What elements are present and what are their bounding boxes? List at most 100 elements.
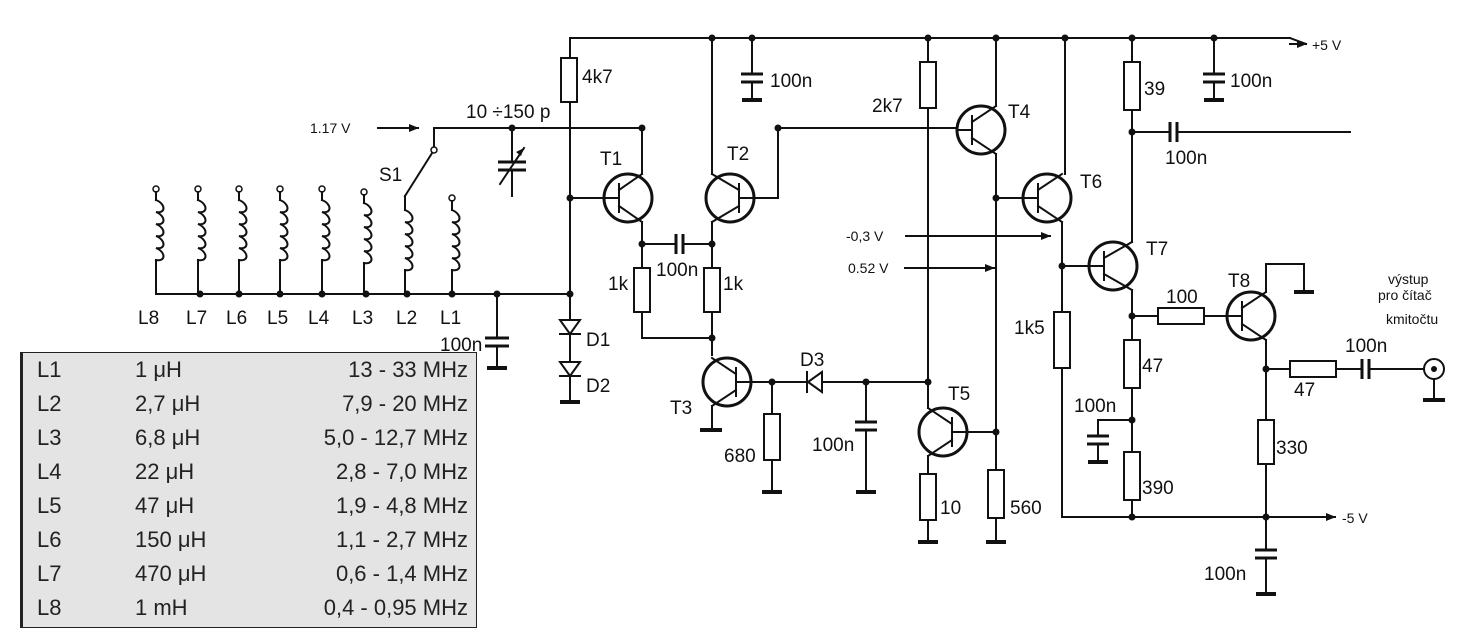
inductance-cell: 22 μH	[135, 459, 195, 484]
inductance-cell: 150 μH	[135, 527, 207, 552]
coil-l1	[448, 194, 461, 295]
label-c-bottom: 100n	[1204, 564, 1246, 585]
label-c-out: 100n	[1345, 336, 1387, 357]
label-r-330: 330	[1276, 438, 1308, 459]
capacitor-output-t4	[1131, 122, 1351, 142]
capacitor-top-2	[1203, 34, 1225, 102]
label-t1: T1	[600, 149, 622, 170]
coil-cell: L7	[37, 561, 62, 586]
label-r-1k-right: 1k	[723, 274, 744, 295]
coil-cell: L3	[37, 425, 62, 450]
coil-l2	[403, 195, 414, 295]
resistor-390	[1123, 451, 1141, 518]
transistor-t3	[701, 356, 773, 408]
transistor-t8	[1225, 290, 1277, 342]
label-c-t7: 100n	[1074, 396, 1116, 417]
label-r-560: 560	[1010, 498, 1042, 519]
transistor-t7	[1087, 240, 1139, 292]
label-t7: T7	[1146, 239, 1168, 260]
label-t8: T8	[1228, 271, 1250, 292]
label-l7: L7	[186, 308, 207, 329]
coil-l3	[360, 188, 373, 295]
resistor-10	[918, 473, 938, 544]
label-l5: L5	[267, 308, 288, 329]
label-r-1k-left: 1k	[608, 274, 629, 295]
label-r-4k7: 4k7	[582, 67, 613, 88]
label-052: 0.52 V	[848, 260, 889, 276]
label-t4: T4	[1008, 102, 1031, 123]
label-s1: S1	[379, 165, 402, 186]
label-trimmer: 10 ÷150 p	[466, 102, 550, 123]
coil-l5	[276, 185, 289, 295]
resistor-680	[762, 381, 782, 494]
resistor-100	[1131, 307, 1229, 325]
label-r-10: 10	[940, 498, 961, 519]
label-r-47b: 47	[1294, 380, 1315, 401]
transistor-t1	[602, 172, 654, 224]
label-r-47a: 47	[1142, 356, 1163, 377]
label-1v17: 1.17 V	[310, 120, 351, 136]
label-t6: T6	[1080, 172, 1102, 193]
capacitor-t1-t2	[638, 234, 716, 254]
coil-cell: L1	[37, 357, 62, 382]
label-r-2k7: 2k7	[872, 96, 903, 117]
label-t2: T2	[727, 144, 749, 165]
resistor-47a	[1123, 339, 1141, 453]
label-output-3: kmitočtu	[1386, 311, 1438, 327]
label-r-1k5: 1k5	[1014, 318, 1045, 339]
capacitor-bottom	[1255, 548, 1277, 596]
inductance-cell: 1 μH	[135, 357, 182, 382]
label-r-39: 39	[1144, 79, 1165, 100]
label-d1: D1	[586, 330, 610, 351]
range-cell: 7,9 - 20 MHz	[342, 391, 468, 416]
label-minus5: -5 V	[1342, 510, 1368, 526]
label-c-out-t4: 100n	[1165, 148, 1207, 169]
label-c-l1: 100n	[440, 335, 482, 356]
coil-l4	[318, 185, 331, 295]
coil-cell: L5	[37, 493, 62, 518]
capacitor-top-1	[741, 34, 763, 102]
range-cell: 2,8 - 7,0 MHz	[335, 459, 468, 484]
table-row: L5 47 μH 1,9 - 4,8 MHz	[23, 489, 476, 523]
resistor-560	[986, 469, 1006, 544]
coil-cell: L4	[37, 459, 62, 484]
label-c-d3: 100n	[812, 435, 854, 456]
coil-l6	[235, 185, 248, 295]
range-cell: 0,4 - 0,95 MHz	[323, 595, 468, 620]
inductance-cell: 47 μH	[135, 493, 195, 518]
resistor-1k-left	[633, 267, 651, 313]
switch-s1	[403, 127, 641, 198]
label-l4: L4	[308, 308, 330, 329]
label-d3: D3	[800, 350, 824, 371]
label-t5: T5	[948, 384, 970, 405]
range-cell: 13 - 33 MHz	[348, 357, 468, 382]
resistor-1k-right	[703, 267, 721, 313]
range-cell: 1,9 - 4,8 MHz	[335, 493, 468, 518]
coil-cell: L6	[37, 527, 62, 552]
label-output-1: výstup	[1388, 271, 1429, 287]
resistor-4k7	[560, 57, 578, 103]
capacitor-l1-bus	[485, 293, 509, 370]
label-c-top1: 100n	[770, 71, 812, 92]
coil-l7	[194, 185, 207, 295]
label-l2: L2	[396, 308, 417, 329]
table-row: L6 150 μH 1,1 - 2,7 MHz	[23, 523, 476, 557]
transistor-t5	[917, 406, 997, 458]
label-c-t1t2: 100n	[656, 260, 698, 281]
label-c-top2: 100n	[1230, 71, 1272, 92]
resistor-2k7	[919, 61, 937, 109]
coil-l8	[152, 185, 165, 295]
resistor-39	[1123, 61, 1141, 111]
table-row: L4 22 μH 2,8 - 7,0 MHz	[23, 455, 476, 489]
resistor-330	[1257, 419, 1275, 549]
label-l6: L6	[226, 308, 247, 329]
range-cell: 1,1 - 2,7 MHz	[335, 527, 468, 552]
plus5-rail	[569, 36, 1308, 48]
transistor-t2	[704, 172, 779, 224]
inductance-cell: 1 mH	[135, 595, 188, 620]
